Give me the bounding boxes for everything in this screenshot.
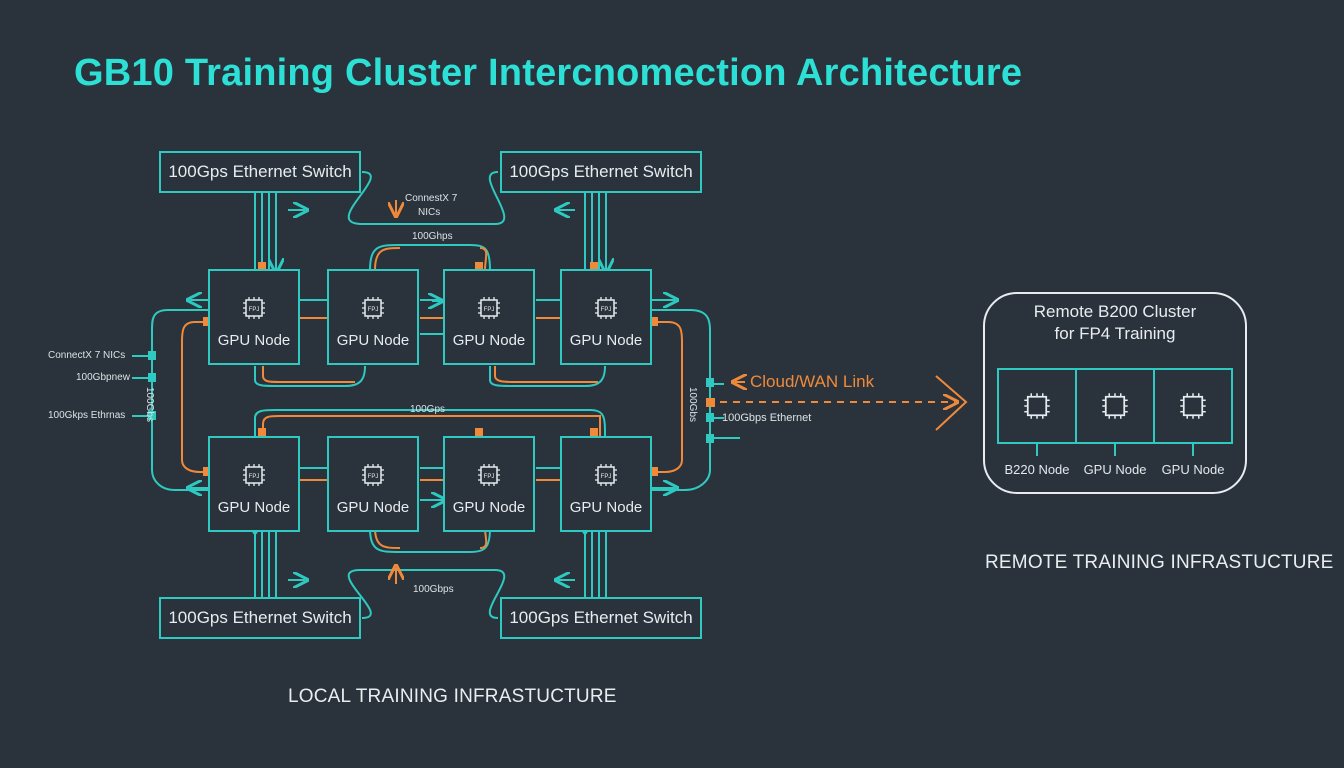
cpu-chip-icon: FPJ bbox=[362, 464, 384, 486]
gpu-node-label: GPU Node bbox=[217, 332, 291, 349]
left-100g-label: 100Gbpnew bbox=[76, 372, 130, 383]
remote-node-label: GPU Node bbox=[1161, 462, 1225, 477]
switch-bottom-left: 100Gps Ethernet Switch bbox=[159, 597, 361, 639]
right-ethernet-label: 100Gbps Ethernet bbox=[722, 412, 812, 424]
gpu-node: FPJ GPU Node bbox=[560, 436, 652, 532]
gpu-node-label: GPU Node bbox=[217, 499, 291, 516]
local-section-label: LOCAL TRAINING INFRASTUCTURE bbox=[288, 686, 617, 707]
chip-text: FPJ bbox=[484, 474, 495, 480]
switch-top-right: 100Gps Ethernet Switch bbox=[500, 151, 702, 193]
remote-node bbox=[997, 368, 1077, 444]
gpu-node: FPJ GPU Node bbox=[208, 436, 300, 532]
cpu-chip-icon: FPJ bbox=[243, 297, 265, 319]
chip-text: FPJ bbox=[484, 307, 495, 313]
cpu-chip-icon: FPJ bbox=[478, 464, 500, 486]
switch-bottom-right: 100Gps Ethernet Switch bbox=[500, 597, 702, 639]
chip-text: FPJ bbox=[601, 474, 612, 480]
gpu-node: FPJ GPU Node bbox=[327, 269, 419, 365]
chip-text: FPJ bbox=[368, 474, 379, 480]
remote-node bbox=[1075, 368, 1155, 444]
chip-text: FPJ bbox=[601, 307, 612, 313]
cpu-chip-icon: FPJ bbox=[595, 464, 617, 486]
remote-node bbox=[1153, 368, 1233, 444]
cpu-chip-icon: FPJ bbox=[478, 297, 500, 319]
gpu-node: FPJ GPU Node bbox=[208, 269, 300, 365]
cpu-chip-icon bbox=[1024, 393, 1050, 419]
left-vertical-label: 100Gbs bbox=[144, 387, 155, 423]
switch-top-left: 100Gps Ethernet Switch bbox=[159, 151, 361, 193]
mid-speed-label: 100Gps bbox=[410, 404, 446, 415]
gpu-node-label: GPU Node bbox=[569, 499, 643, 516]
left-ethernet-label: 100Gkps Ethrnas bbox=[48, 410, 126, 421]
chip-text: FPJ bbox=[249, 307, 260, 313]
right-vertical-label: 100Gbs bbox=[687, 387, 698, 423]
cpu-chip-icon: FPJ bbox=[595, 297, 617, 319]
top-speed-label: 100Ghps bbox=[412, 231, 453, 242]
gpu-node: FPJ GPU Node bbox=[443, 436, 535, 532]
gpu-node-label: GPU Node bbox=[336, 499, 410, 516]
gpu-node: FPJ GPU Node bbox=[560, 269, 652, 365]
chip-text: FPJ bbox=[249, 474, 260, 480]
nics-label: NICs bbox=[418, 207, 441, 218]
remote-cluster-title: Remote B200 Cluster bbox=[1033, 302, 1197, 321]
remote-node-label: GPU Node bbox=[1083, 462, 1147, 477]
remote-cluster-subtitle: for FP4 Training bbox=[1054, 324, 1176, 343]
cpu-chip-icon bbox=[1102, 393, 1128, 419]
diagram-title: GB10 Training Cluster Intercnomection Ar… bbox=[74, 52, 1023, 94]
gpu-node-label: GPU Node bbox=[336, 332, 410, 349]
cpu-chip-icon: FPJ bbox=[362, 297, 384, 319]
chip-text: FPJ bbox=[368, 307, 379, 313]
gpu-node-label: GPU Node bbox=[452, 332, 526, 349]
wan-link-label: Cloud/WAN Link bbox=[750, 372, 875, 391]
remote-node-label: B220 Node bbox=[1004, 462, 1070, 477]
gpu-node: FPJ GPU Node bbox=[327, 436, 419, 532]
gpu-node-label: GPU Node bbox=[452, 499, 526, 516]
port-markers bbox=[148, 262, 715, 476]
bottom-speed-label: 100Gbps bbox=[413, 584, 454, 595]
cpu-chip-icon: FPJ bbox=[243, 464, 265, 486]
connectx-label: ConnestX 7 bbox=[405, 193, 458, 204]
cpu-chip-icon bbox=[1180, 393, 1206, 419]
gpu-node-label: GPU Node bbox=[569, 332, 643, 349]
gpu-node: FPJ GPU Node bbox=[443, 269, 535, 365]
remote-cluster-frame bbox=[983, 292, 1247, 494]
remote-section-label: REMOTE TRAINING INFRASTUCTURE bbox=[985, 552, 1334, 573]
left-connectx-label: ConnectX 7 NICs bbox=[48, 350, 126, 361]
